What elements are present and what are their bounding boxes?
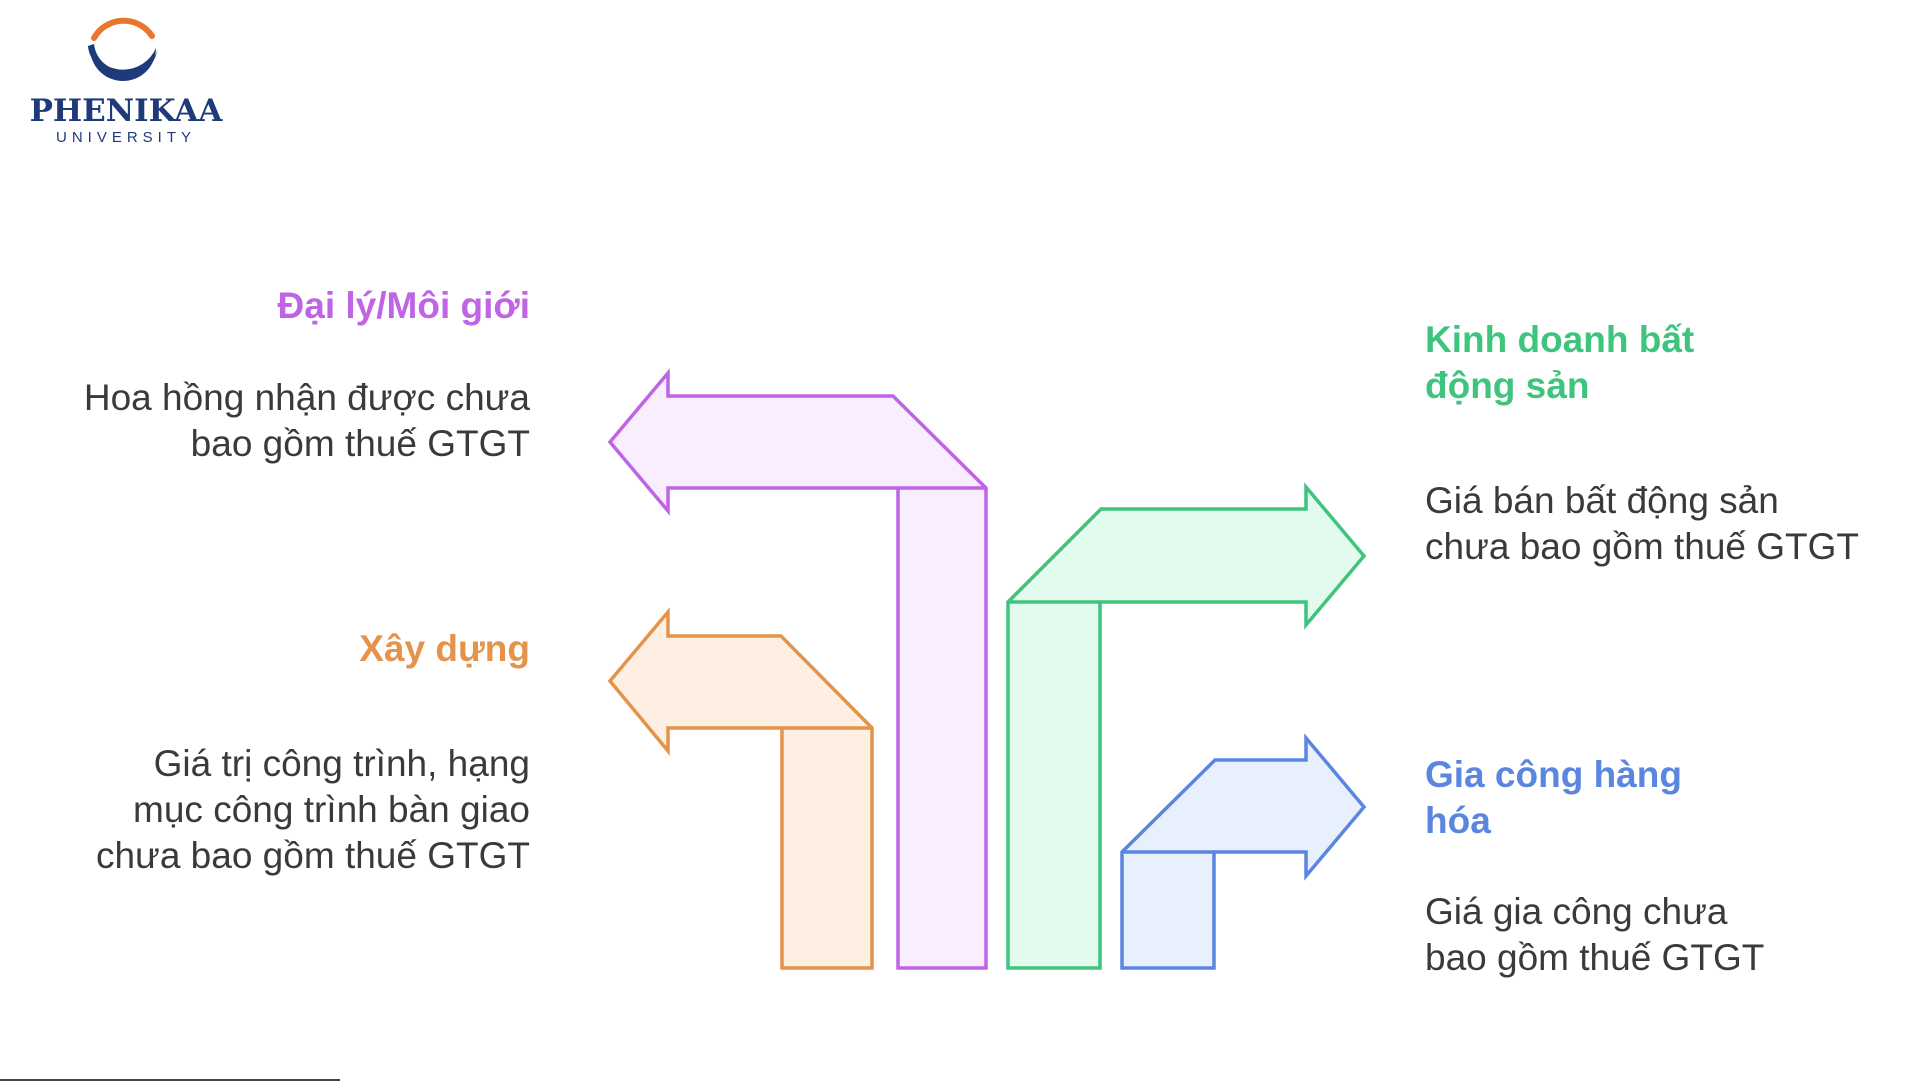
construction-desc-line: Giá trị công trình, hạng: [40, 741, 530, 787]
realestate-description: Giá bán bất động sản chưa bao gồm thuế G…: [1425, 478, 1905, 570]
realestate-desc-line: chưa bao gồm thuế GTGT: [1425, 524, 1905, 570]
realestate-title-line: động sản: [1425, 363, 1845, 409]
processing-title-line: Gia công hàng: [1425, 752, 1845, 798]
realestate-desc-line: Giá bán bất động sản: [1425, 478, 1905, 524]
realestate-title: Kinh doanh bất động sản: [1425, 317, 1845, 409]
processing-title: Gia công hàng hóa: [1425, 752, 1845, 844]
processing-desc-line: bao gồm thuế GTGT: [1425, 935, 1905, 981]
agency-title: Đại lý/Môi giới: [60, 283, 530, 329]
construction-description: Giá trị công trình, hạng mục công trình …: [40, 741, 530, 879]
agency-desc-line: Hoa hồng nhận được chưa: [40, 375, 530, 421]
agency-desc-line: bao gồm thuế GTGT: [40, 421, 530, 467]
processing-description: Giá gia công chưa bao gồm thuế GTGT: [1425, 889, 1905, 981]
construction-arrow: [610, 612, 872, 968]
agency-description: Hoa hồng nhận được chưa bao gồm thuế GTG…: [40, 375, 530, 467]
processing-title-line: hóa: [1425, 798, 1845, 844]
construction-desc-line: chưa bao gồm thuế GTGT: [40, 833, 530, 879]
construction-title: Xây dựng: [60, 626, 530, 672]
processing-desc-line: Giá gia công chưa: [1425, 889, 1905, 935]
construction-desc-line: mục công trình bàn giao: [40, 787, 530, 833]
realestate-title-line: Kinh doanh bất: [1425, 317, 1845, 363]
